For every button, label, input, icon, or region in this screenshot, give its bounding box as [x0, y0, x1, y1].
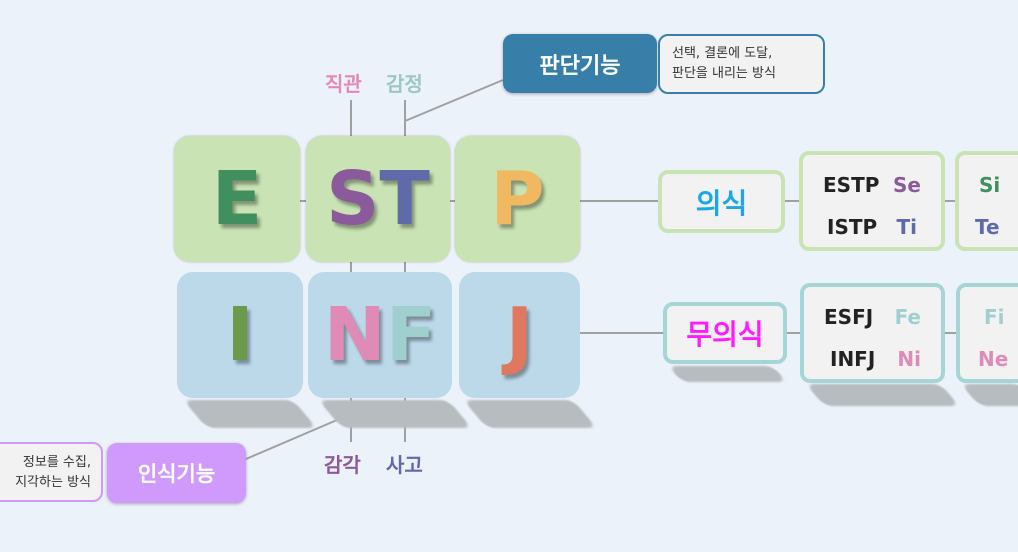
desc-line: 지각하는 방식 [15, 475, 91, 490]
conscious-node[interactable]: 의식 [658, 170, 785, 233]
connector-line [404, 100, 406, 136]
function-label: Ti [896, 215, 918, 239]
letter-T: T [379, 156, 430, 242]
label-thinking: 사고 [386, 453, 423, 477]
type-label: ESTP [823, 173, 880, 197]
tile-E[interactable]: E [174, 136, 300, 262]
unconscious-next-box: Fi Ne [956, 283, 1018, 383]
function-label: Si [979, 173, 1001, 197]
unconscious-node[interactable]: 무의식 [663, 302, 787, 364]
shadow [463, 400, 597, 428]
label-intuition: 직관 [325, 72, 362, 96]
type-label: ESFJ [824, 305, 874, 329]
connector-line [350, 100, 352, 136]
tile-P[interactable]: P [455, 136, 580, 262]
function-label: Se [893, 173, 921, 197]
conscious-next-box: Si Te [955, 151, 1018, 251]
letter-S: S [326, 156, 380, 242]
judging-function-node[interactable]: 판단기능 [503, 34, 657, 93]
desc-line: 정보를 수집, [22, 455, 91, 470]
conscious-types-box: ESTP Se ISTP Ti [799, 151, 945, 251]
shadow [805, 384, 960, 406]
tile-J[interactable]: J [459, 272, 580, 398]
shadow [668, 366, 787, 382]
function-label: Fi [984, 305, 1005, 329]
shadow [318, 400, 472, 428]
judging-description: 선택, 결론에 도달, 판단을 내리는 방식 [658, 34, 825, 94]
shadow [183, 400, 317, 428]
desc-line: 선택, 결론에 도달, [672, 46, 773, 61]
function-label: Ni [897, 347, 921, 371]
label-sensing: 감각 [324, 453, 361, 477]
desc-line: 판단을 내리는 방식 [672, 66, 776, 81]
tile-I[interactable]: I [177, 272, 303, 398]
letter-N: N [323, 292, 386, 378]
label-feeling: 감정 [386, 72, 423, 96]
perceiving-description: 정보를 수집, 지각하는 방식 [0, 442, 103, 502]
unconscious-types-box: ESFJ Fe INFJ Ni [800, 283, 945, 383]
type-label: ISTP [827, 215, 878, 239]
letter-F: F [385, 292, 437, 378]
function-label: Fe [894, 305, 921, 329]
function-label: Te [975, 215, 1000, 239]
function-label: Ne [978, 347, 1009, 371]
perceiving-function-node[interactable]: 인식기능 [107, 443, 246, 503]
type-label: INFJ [830, 347, 876, 371]
